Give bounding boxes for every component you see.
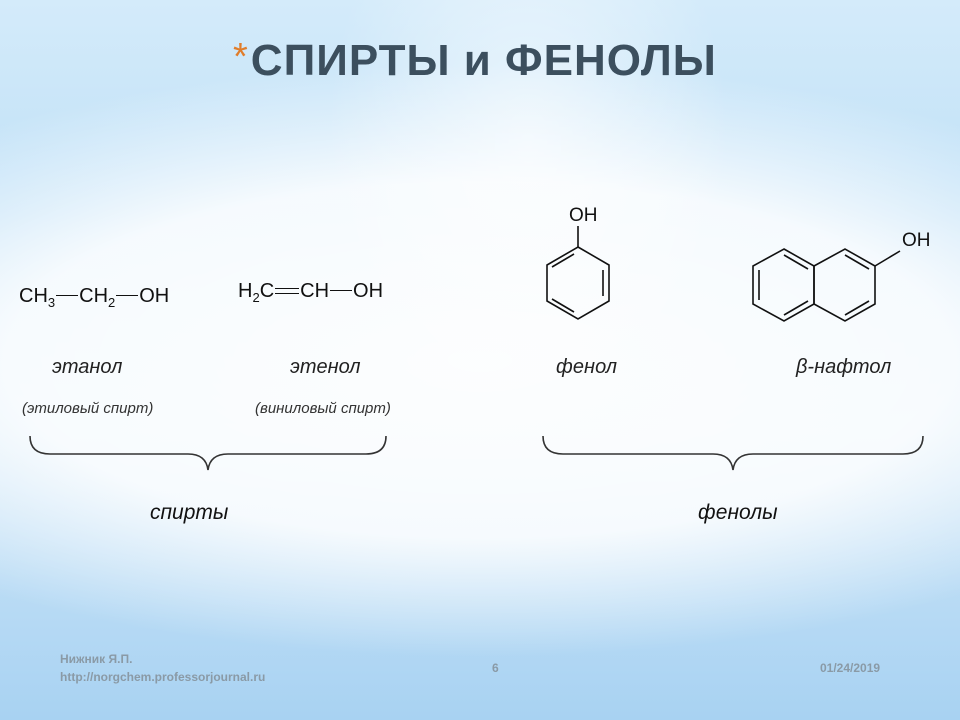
naphthol-name: β-нафтол: [796, 356, 892, 378]
phenol-oh-label: OH: [569, 205, 598, 226]
ethanol-trivial-name: (этиловый спирт): [22, 400, 154, 417]
ethenol-part-c: C: [259, 280, 275, 302]
phenols-brace: [542, 435, 924, 471]
ethenol-sub-2: 2: [252, 290, 260, 305]
footer-author: Нижник Я.П.: [60, 652, 133, 666]
ethanol-part-ch2: CH: [79, 285, 109, 307]
ethanol-name: этанол: [52, 356, 123, 378]
double-bond: [275, 288, 300, 294]
slide-title: *СПИРТЫ и ФЕНОЛЫ: [233, 36, 717, 86]
ethenol-part-ch: CH: [300, 280, 330, 302]
ethanol-part-ch: CH: [19, 285, 48, 307]
ethanol-sub-2: 2: [108, 295, 116, 310]
single-bond: [56, 294, 79, 296]
footer-url[interactable]: http://norgchem.professorjournal.ru: [60, 670, 266, 684]
ethanol-part-oh: OH: [139, 285, 170, 307]
ethenol-formula: H2C CH OH: [238, 280, 384, 305]
title-text: СПИРТЫ и ФЕНОЛЫ: [250, 36, 717, 85]
ethenol-trivial-name: (виниловый спирт): [255, 400, 391, 417]
naphthalene-ring-icon: OH: [752, 230, 931, 322]
phenol-name: фенол: [556, 356, 618, 378]
single-bond: [116, 294, 139, 296]
phenols-group-label: фенолы: [698, 501, 778, 524]
naphthol-oh-label: OH: [902, 230, 931, 251]
footer-page-number: 6: [492, 661, 499, 675]
footer-date: 01/24/2019: [820, 661, 881, 675]
single-bond: [330, 289, 353, 291]
benzene-ring-icon: OH: [546, 205, 610, 320]
ethenol-part-oh: OH: [353, 280, 384, 302]
ethenol-name: этенол: [290, 356, 361, 378]
ethanol-sub-3: 3: [47, 295, 56, 310]
title-marker: *: [233, 36, 249, 78]
alcohols-brace: [29, 435, 387, 471]
alcohols-group-label: спирты: [150, 501, 229, 524]
ethenol-part-h: H: [238, 280, 253, 302]
